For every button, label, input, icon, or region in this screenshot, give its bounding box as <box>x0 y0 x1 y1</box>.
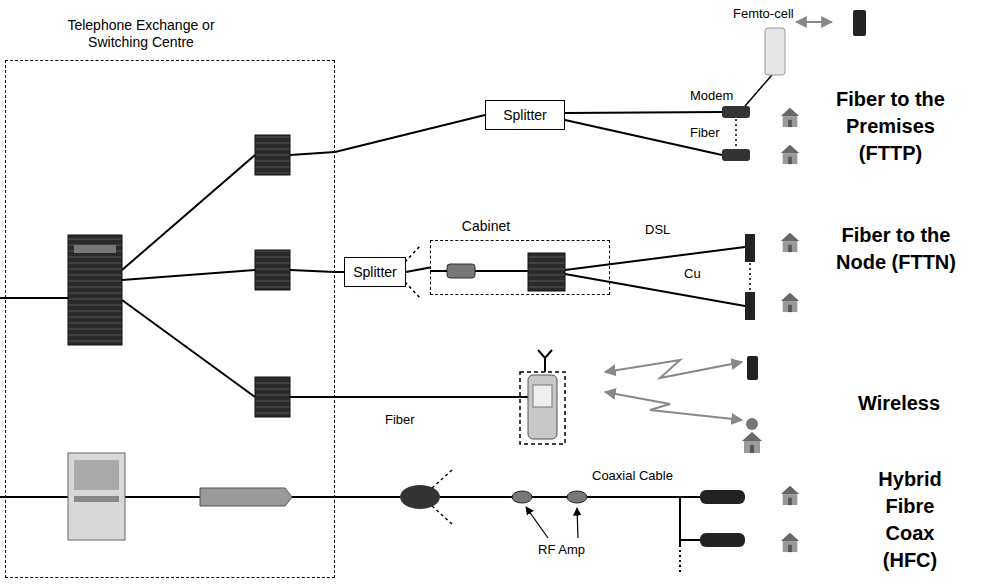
technology-label: Hybrid Fibre Coax (HFC) <box>865 466 955 574</box>
technology-label: Fiber to the Node (FTTN) <box>826 222 966 276</box>
device-label: RF Amp <box>538 542 585 558</box>
exchange-region: Telephone Exchange or Switching Centre <box>5 60 335 578</box>
cabinet-region: Cabinet <box>430 240 610 295</box>
medium-label: DSL <box>645 222 670 238</box>
fiber-link <box>335 271 344 273</box>
box-label: Splitter <box>353 264 397 281</box>
splitter-box: Splitter <box>485 100 565 130</box>
region-heading: Cabinet <box>441 218 531 235</box>
device-label: Modem <box>690 88 733 104</box>
fiber-link <box>335 115 485 152</box>
medium-label: Coaxial Cable <box>592 468 673 484</box>
medium-label: Cu <box>684 266 701 282</box>
medium-label: Fiber <box>385 412 415 428</box>
technology-label: Fiber to the Premises (FTTP) <box>818 86 963 167</box>
region-heading: Telephone Exchange or Switching Centre <box>36 17 246 51</box>
box-label: Splitter <box>503 107 547 124</box>
fiber-link <box>406 268 430 273</box>
splitter-box: Splitter <box>344 257 406 287</box>
device-label: Femto-cell <box>733 6 794 22</box>
technology-label: Wireless <box>858 390 940 417</box>
medium-label: Fiber <box>690 125 720 141</box>
